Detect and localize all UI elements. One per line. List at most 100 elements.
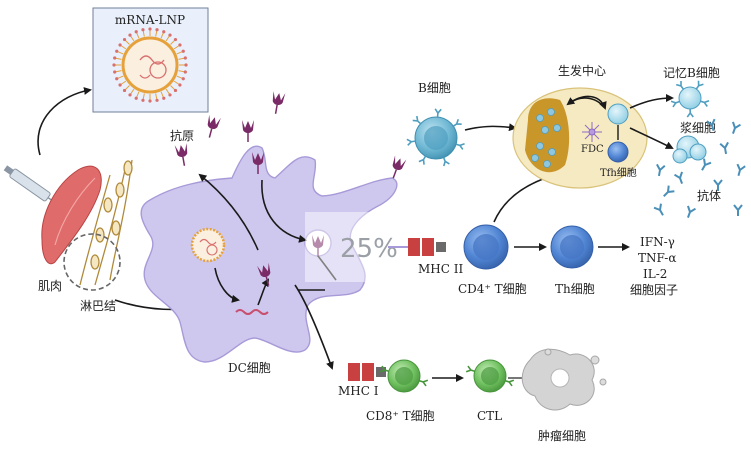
lnp-spike-head <box>113 56 117 60</box>
memory-b-receptor-icon <box>686 108 694 118</box>
antibody-icon <box>706 118 716 132</box>
ctl-label: CTL <box>477 409 502 423</box>
arrow-gc-cycle-back <box>566 97 606 109</box>
ctl-cell <box>473 359 507 393</box>
b-cell-receptor-icon <box>452 118 462 127</box>
lnp-spike-head <box>122 37 127 42</box>
tfh-label: Tfh细胞 <box>600 166 637 179</box>
cd8-label: CD8⁺ T细胞 <box>366 409 435 423</box>
antibody-label: 抗体 <box>697 188 721 203</box>
memory-b-receptor-icon <box>675 80 685 90</box>
lnp-spike-head <box>113 70 117 74</box>
lnp-spike-head <box>155 28 159 32</box>
lnp-spike-head <box>184 63 188 67</box>
arrow-antigen-secreted <box>198 173 259 251</box>
lnp-spike-head <box>168 93 172 97</box>
dc-cell <box>140 145 398 363</box>
cd4-t-cell <box>463 224 509 270</box>
lnp-in-dc-icon <box>190 227 226 263</box>
antibody-icon <box>733 204 743 216</box>
lnp-spike-head <box>162 96 166 100</box>
lnp-spike-head <box>148 27 152 31</box>
cytokine-il2: IL-2 <box>643 267 667 281</box>
lymph-node-icon <box>79 159 133 286</box>
cytokine-ifn: IFN-γ <box>640 235 675 249</box>
mrna-lnp-label: mRNA-LNP <box>115 13 185 27</box>
cd4-label: CD4⁺ T细胞 <box>458 282 527 296</box>
ctl-receptor-icon <box>465 365 475 373</box>
arrow-lnp-to-mrna <box>214 267 240 303</box>
antibody-icon <box>674 171 683 184</box>
antibody-icon <box>719 141 729 155</box>
tumor-cell <box>521 348 607 411</box>
cd8-receptor-icon <box>419 379 429 387</box>
antibody-icon <box>663 185 675 197</box>
lnp-spike-head <box>122 88 127 93</box>
muscle-icon <box>41 165 102 265</box>
lnp-spike-head <box>141 98 145 102</box>
mhc2-label: MHC II <box>418 262 463 276</box>
arrow-b-to-gc <box>464 123 517 132</box>
receptor-group <box>379 80 710 387</box>
muscle-label: 肌肉 <box>38 279 62 293</box>
antigen-icon <box>392 155 407 179</box>
watermark-text: 25% <box>340 234 398 264</box>
antigen-icon <box>257 262 271 286</box>
lnp-spike-head <box>173 37 178 42</box>
antigen-label: 抗原 <box>170 128 194 143</box>
cytokine-list: IFN-γ TNF-α IL-2 细胞因子 <box>630 235 678 297</box>
arrow-to-plasma <box>629 127 674 149</box>
antibody-icon <box>653 203 664 216</box>
arrow-endosome-branch <box>317 255 337 281</box>
memory-b-receptor-icon <box>670 100 680 108</box>
mrna-lnp-panel: mRNA-LNP <box>92 7 209 113</box>
mrna-strand <box>235 309 269 315</box>
lnp-spike-head <box>118 83 122 87</box>
memory-b-cell <box>678 86 702 110</box>
antigen-icon <box>252 152 264 174</box>
memory-b-receptor-icon <box>695 80 704 90</box>
plasma-cell-label: 浆细胞 <box>680 120 716 135</box>
lnp-spike-head <box>128 33 132 37</box>
lnp-particle-icon <box>112 27 188 103</box>
ctl-receptor-icon <box>505 379 515 387</box>
antigen-icon <box>272 91 286 114</box>
lnp-spike-head <box>178 83 182 87</box>
antigen-icon <box>207 114 221 138</box>
mhc2-complex <box>388 238 446 256</box>
th-cell <box>550 225 594 269</box>
b-cell <box>414 116 458 160</box>
b-cell-receptor-icon <box>418 155 427 165</box>
cytokine-generic: 细胞因子 <box>630 283 678 297</box>
antibody-icon <box>687 205 696 218</box>
lnp-spike-head <box>183 70 187 74</box>
lymph-node-label: 淋巴结 <box>80 299 116 313</box>
lnp-spike-head <box>181 77 185 81</box>
cd8-receptor-icon <box>379 365 389 373</box>
antigen-group <box>174 91 407 286</box>
antibody-group <box>653 118 746 218</box>
lnp-spike-head <box>128 93 132 97</box>
lnp-spike-head <box>181 49 185 53</box>
lnp-spike-head <box>183 56 187 60</box>
gc-b-cells <box>531 108 561 168</box>
antibody-icon <box>701 158 712 171</box>
lnp-spike-head <box>168 33 172 37</box>
antigen-icon <box>242 120 254 142</box>
antigen-icon <box>174 143 188 166</box>
antigen-icon <box>312 235 324 257</box>
lnp-spike-head <box>148 99 152 103</box>
arrow-to-memory-b <box>629 94 674 109</box>
mhc1-label: MHC I <box>338 384 379 398</box>
antibody-icon <box>732 121 741 134</box>
germinal-center-label: 生发中心 <box>558 63 606 78</box>
antibody-icon <box>656 163 666 177</box>
antibody-icon <box>713 179 723 191</box>
fdc-label: FDC <box>581 144 604 155</box>
plasma-cell <box>672 135 707 164</box>
lnp-spike-head <box>115 77 119 81</box>
b-cell-label: B细胞 <box>418 81 451 95</box>
lnp-spike-head <box>115 49 119 53</box>
